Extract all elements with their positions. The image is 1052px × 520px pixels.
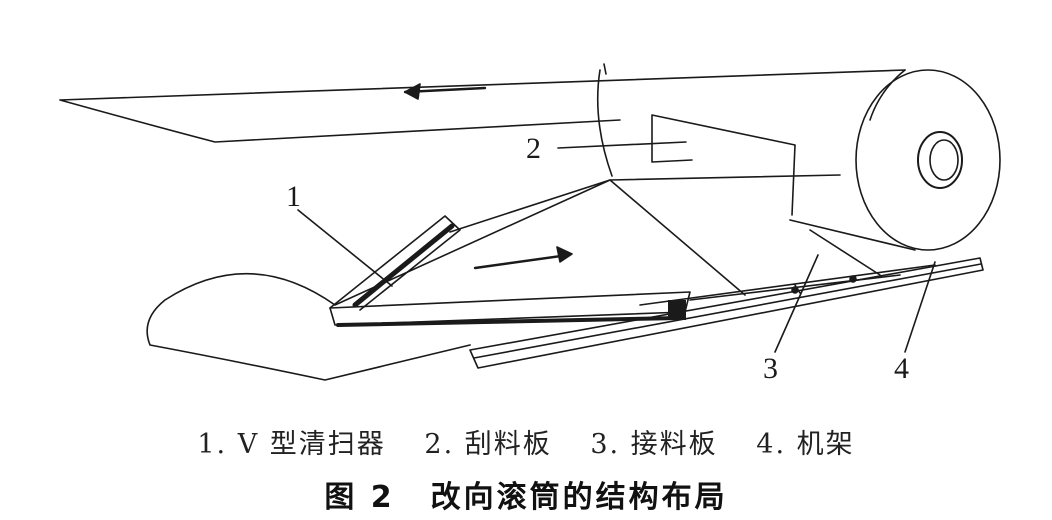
- legend: 1. V 型清扫器 2. 刮料板 3. 接料板 4. 机架: [0, 422, 1052, 461]
- leader-1: [297, 209, 393, 287]
- v-cleaner: [329, 215, 691, 327]
- pulley-drum: [596, 63, 1001, 251]
- figure-number: 图 2: [324, 480, 395, 515]
- callout-3: 3: [763, 352, 778, 385]
- figure-title: 改向滚筒的结构布局: [430, 480, 728, 515]
- lower-belt-arrow: [473, 246, 573, 270]
- upper-belt: [59, 69, 906, 143]
- callout-4: 4: [894, 352, 909, 385]
- frame-rail: [469, 257, 984, 369]
- receiving-plate: [639, 264, 936, 306]
- leader-3: [774, 254, 819, 353]
- legend-item-receiving-plate: 3. 接料板: [590, 429, 718, 460]
- callout-1: 1: [286, 180, 301, 213]
- figure-caption: 图 2 改向滚筒的结构布局: [0, 472, 1052, 516]
- leader-4: [904, 261, 936, 353]
- scraper-plate: [651, 114, 796, 216]
- legend-item-scraper-plate: 2. 刮料板: [424, 429, 552, 460]
- legend-item-v-cleaner: 1. V 型清扫器: [197, 429, 386, 460]
- upper-belt-arrow: [403, 83, 487, 100]
- lower-belt: [146, 174, 881, 381]
- leader-2: [557, 141, 687, 149]
- callout-2: 2: [526, 132, 541, 165]
- legend-item-frame: 4. 机架: [756, 429, 855, 460]
